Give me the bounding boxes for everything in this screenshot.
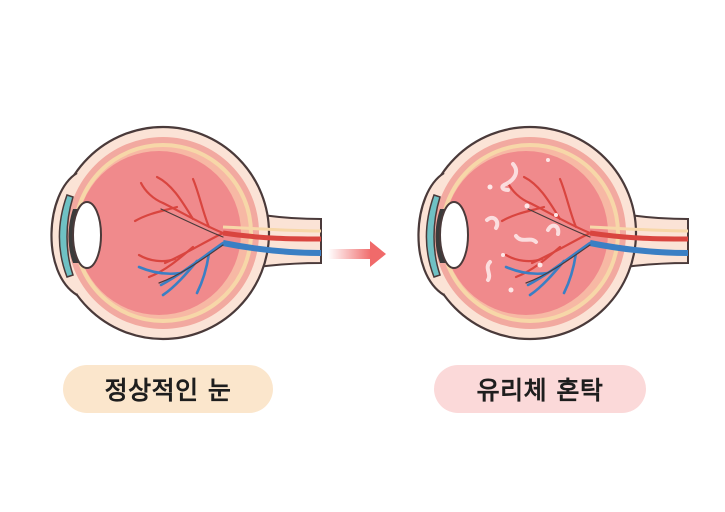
floater-dots bbox=[487, 158, 558, 293]
vitreous-opacity-label-text: 유리체 혼탁 bbox=[476, 376, 604, 405]
normal-eye-label-text: 정상적인 눈 bbox=[104, 376, 232, 405]
normal-eye-illustration bbox=[51, 127, 321, 339]
floaters bbox=[485, 162, 561, 282]
transition-arrow bbox=[328, 241, 386, 267]
vitreous-opacity-label: 유리체 혼탁 bbox=[434, 365, 646, 413]
normal-eye-label: 정상적인 눈 bbox=[63, 365, 273, 413]
vitreous-opacity-eye-illustration bbox=[418, 127, 688, 339]
